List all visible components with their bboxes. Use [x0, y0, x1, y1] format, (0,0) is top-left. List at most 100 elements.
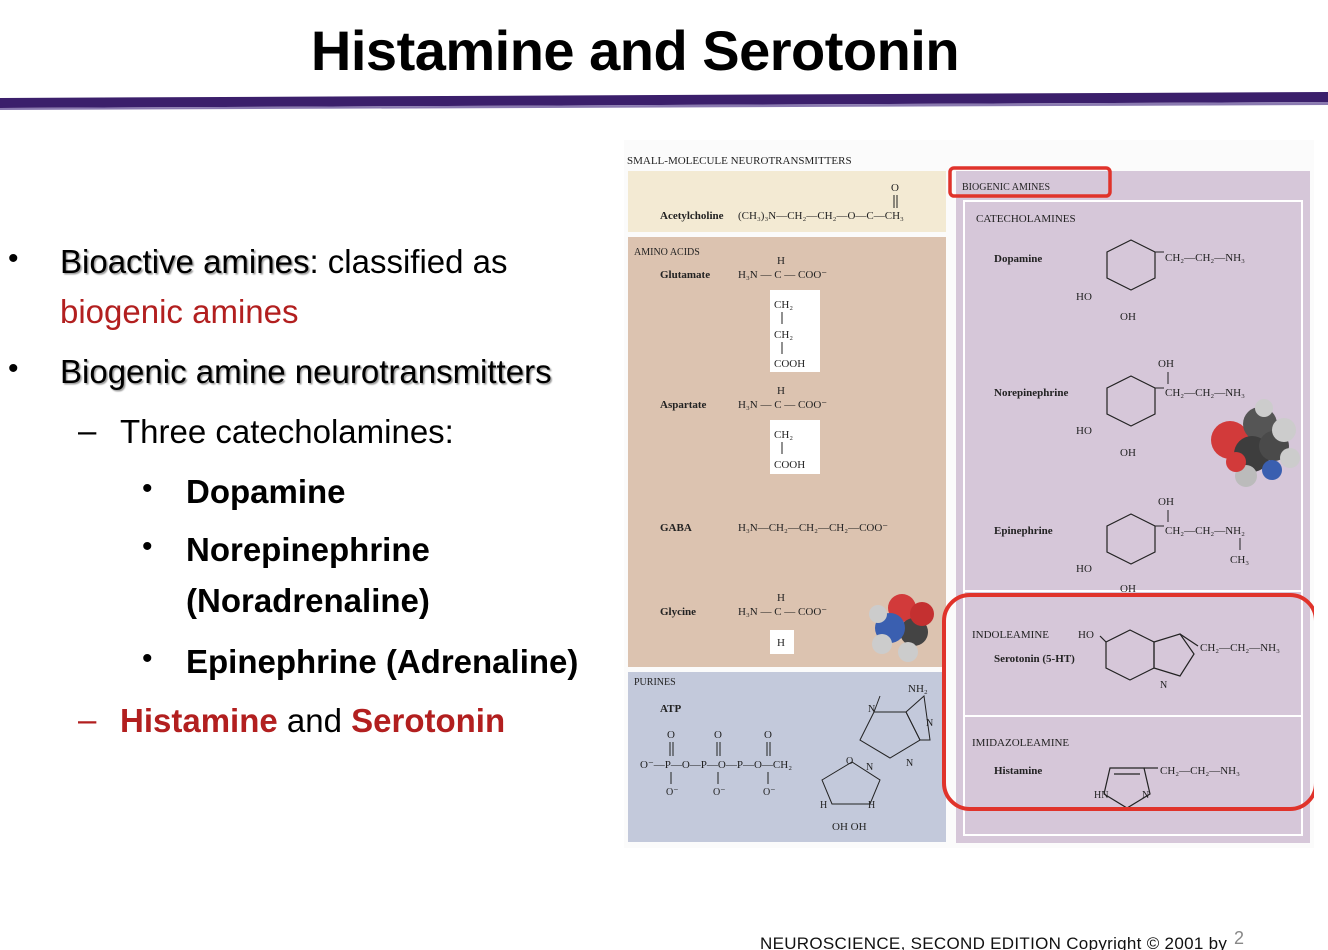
- atp-phosphate-chain: O⁻—P—O—P—O—P—O—CH₂: [640, 759, 792, 771]
- glutamate-label: Glutamate: [660, 269, 710, 281]
- norepinephrine-oh: OH: [1120, 447, 1136, 459]
- serotonin-text: Serotonin: [351, 702, 506, 739]
- phosphate-o-3: O: [764, 729, 772, 741]
- bullet-dot: •: [142, 642, 153, 675]
- glycine-spacefill-model: [869, 594, 934, 662]
- aspartate-sidechain-box: [770, 420, 820, 474]
- histamine-imidazole-ring: [1103, 767, 1158, 809]
- glutamate-formula: H₃N — C — COO⁻: [738, 269, 827, 281]
- dopamine-chain: CH₂—CH₂—NH₃: [1165, 252, 1245, 264]
- purines-panel: [628, 672, 946, 842]
- slide-title: Histamine and Serotonin: [310, 19, 960, 82]
- gaba-formula: H₃N—CH₂—CH₂—CH₂—COO⁻: [738, 522, 888, 534]
- dash-mark: –: [78, 701, 97, 738]
- acetylcholine-panel: [628, 171, 946, 232]
- indoleamine-heading: INDOLEAMINE: [972, 629, 1049, 641]
- serotonin-chain: CH₂—CH₂—NH₃: [1200, 642, 1280, 654]
- purines-heading: PURINES: [634, 677, 676, 688]
- bullet-dot: •: [142, 530, 153, 563]
- dopamine-ring: [1106, 239, 1156, 291]
- bioactive-amines-term: Bioactive amines: [60, 243, 310, 280]
- bullet-dot: •: [8, 352, 19, 385]
- atp-n-4: N: [866, 762, 873, 773]
- bullet-1: Bioactive amines: classified as: [60, 242, 508, 282]
- epinephrine-ring: [1106, 513, 1156, 565]
- neurotransmitter-figure: SMALL-MOLECULE NEUROTRANSMITTERS Acetylc…: [624, 140, 1318, 848]
- atp-label: ATP: [660, 703, 681, 715]
- carbonyl-oxygen: O: [891, 182, 899, 194]
- amines-inner-frame: [963, 200, 1303, 836]
- serotonin-indole-ring: [1099, 629, 1199, 681]
- atp-structure: [669, 695, 931, 805]
- atp-n-1: N: [868, 704, 875, 715]
- ribose-h-1: H: [820, 800, 827, 811]
- gaba-label: GABA: [660, 522, 692, 534]
- ribose-h-2: H: [868, 800, 875, 811]
- norepinephrine-ring: [1106, 375, 1156, 427]
- figure-header: SMALL-MOLECULE NEUROTRANSMITTERS: [627, 155, 852, 167]
- norepinephrine-label: Norepinephrine: [994, 387, 1068, 399]
- biogenic-amines-highlight-box: [948, 166, 1112, 198]
- amino-acids-heading: AMINO ACIDS: [634, 247, 700, 258]
- histamine-chain: CH₂—CH₂—NH₃: [1160, 765, 1240, 777]
- serotonin-label: Serotonin (5-HT): [994, 653, 1075, 665]
- acetylcholine-formula: (CH₃)₃N—CH₂—CH₂—O—C—CH₃: [738, 210, 904, 222]
- dopamine-oh: OH: [1120, 311, 1136, 323]
- norepinephrine-chain: CH₂—CH₂—NH₃: [1165, 387, 1245, 399]
- epinephrine-oh-top: OH: [1158, 496, 1174, 508]
- glutamate-sidechain-box: [770, 290, 820, 372]
- sub-bullet-catecholamines: Three catecholamines:: [120, 413, 454, 450]
- glycine-label: Glycine: [660, 606, 696, 618]
- biogenic-amines-panel: [956, 171, 1310, 843]
- glutamate-cooh: COOH: [774, 358, 805, 370]
- atp-n-3: N: [906, 758, 913, 769]
- bullet-2: Biogenic amine neurotransmitters: [60, 353, 552, 390]
- biogenic-amines-text: biogenic amines: [60, 293, 299, 330]
- dopamine-ho: HO: [1076, 291, 1092, 303]
- glutamate-h: H: [777, 255, 785, 267]
- bullet-1-rest: : classified as: [309, 243, 508, 280]
- phosphate-o-1: O: [667, 729, 675, 741]
- title-divider-bar: [0, 92, 1328, 110]
- catecholamines-heading: CATECHOLAMINES: [976, 213, 1076, 225]
- imidazoleamine-heading: IMIDAZOLEAMINE: [972, 737, 1069, 749]
- epinephrine-label: Epinephrine: [994, 525, 1053, 537]
- epinephrine-ho: HO: [1076, 563, 1092, 575]
- neurotransmitter-figure-svg: SMALL-MOLECULE NEUROTRANSMITTERS Acetylc…: [627, 155, 1318, 843]
- histamine-n: N: [1142, 790, 1149, 801]
- glutamate-ch2-a: CH₂: [774, 299, 793, 311]
- dopamine-label: Dopamine: [994, 253, 1042, 265]
- dash-mark: –: [78, 412, 97, 449]
- biogenic-amines-heading: BIOGENIC AMINES: [962, 182, 1050, 193]
- norepinephrine-spacefill-model: [1211, 399, 1300, 487]
- aspartate-ch2: CH₂: [774, 429, 793, 441]
- serotonin-ho: HO: [1078, 629, 1094, 641]
- phosphate-ominus-2: O⁻: [713, 787, 726, 798]
- epinephrine-chain: CH₂—CH₂—NH₂: [1165, 525, 1245, 537]
- phosphate-o-2: O: [714, 729, 722, 741]
- epinephrine-oh: OH: [1120, 583, 1136, 595]
- glycine-h-bottom: H: [777, 637, 785, 649]
- bullet-dot: •: [142, 472, 153, 505]
- ribose-oh: OH OH: [832, 821, 867, 833]
- item-dopamine: Dopamine: [186, 473, 346, 510]
- aspartate-formula: H₃N — C — COO⁻: [738, 399, 827, 411]
- bullet-dot: •: [8, 242, 19, 275]
- aspartate-h: H: [777, 385, 785, 397]
- atp-nh2: NH₂: [908, 683, 928, 695]
- glycine-sidechain-box: [770, 630, 794, 654]
- histamine-text: Histamine: [120, 702, 278, 739]
- ribose-o: O: [846, 756, 853, 767]
- item-epinephrine: Epinephrine (Adrenaline): [186, 643, 579, 680]
- copyright-footer: NEUROSCIENCE, SECOND EDITION Copyright ©…: [760, 934, 1228, 950]
- item-noradrenaline: (Noradrenaline): [186, 582, 430, 619]
- glutamate-ch2-b: CH₂: [774, 329, 793, 341]
- atp-n-2: N: [926, 718, 933, 729]
- glycine-formula: H₃N — C — COO⁻: [738, 606, 827, 618]
- and-text: and: [277, 702, 352, 739]
- sub-bullet-histamine-serotonin: Histamine and Serotonin: [120, 701, 505, 741]
- histamine-hn: HN: [1094, 790, 1108, 801]
- norepinephrine-oh-top: OH: [1158, 358, 1174, 370]
- norepinephrine-ho: HO: [1076, 425, 1092, 437]
- histamine-label: Histamine: [994, 765, 1042, 777]
